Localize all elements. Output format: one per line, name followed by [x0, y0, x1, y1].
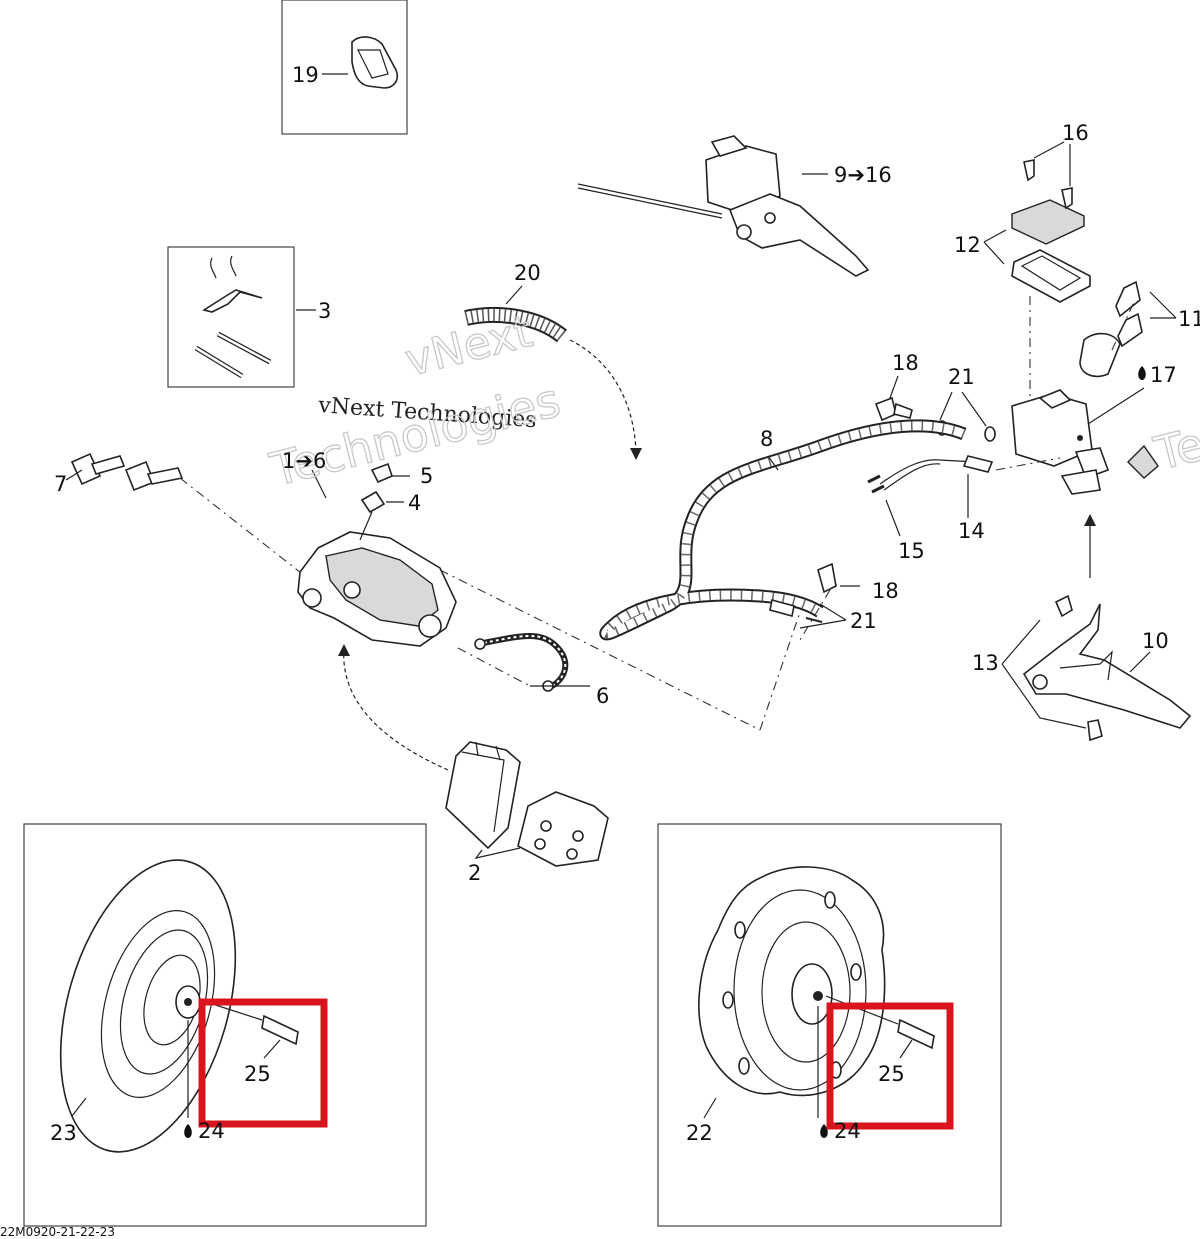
grease-drop-17	[1138, 366, 1146, 380]
label-4: 4	[408, 491, 421, 515]
part-13-pivot-bolt	[1054, 594, 1073, 618]
inset-box-23	[23, 823, 427, 1227]
part-9-16-master-cylinder	[577, 135, 870, 277]
part-7-bolts	[65, 452, 184, 492]
label-10: 10	[1142, 629, 1169, 653]
part-18-bolt-bottom	[817, 562, 837, 594]
label-20: 20	[514, 261, 541, 285]
part-18-bolt-top	[874, 396, 897, 422]
part-11-clamp	[1079, 280, 1143, 378]
label-24-right: 24	[834, 1119, 861, 1143]
label-15: 15	[898, 539, 925, 563]
inset-box-22	[657, 823, 1002, 1227]
label-13: 13	[972, 651, 999, 675]
label-17: 17	[1150, 363, 1177, 387]
watermark-edge: Te	[1149, 417, 1200, 481]
label-22: 22	[686, 1121, 713, 1145]
part-17-master-cylinder	[1011, 389, 1110, 495]
label-25-left: 25	[244, 1062, 271, 1086]
highlight-box-right	[826, 1002, 954, 1130]
label-25-right: 25	[878, 1062, 905, 1086]
drawing-code: 22M0920-21-22-23	[0, 1225, 115, 1239]
label-21-top: 21	[948, 365, 975, 389]
label-8: 8	[760, 427, 773, 451]
label-9-16: 9➔16	[834, 163, 892, 187]
part-10-lever	[1022, 603, 1192, 729]
inset-box-19	[281, 0, 408, 135]
highlight-box-left	[198, 998, 328, 1128]
grease-drop-24-left	[184, 1124, 192, 1138]
inset-box-3	[167, 246, 295, 388]
part-21-washers-bottom	[805, 617, 823, 623]
part-12-cap	[1011, 199, 1091, 303]
label-24-left: 24	[198, 1119, 225, 1143]
label-16: 16	[1062, 121, 1089, 145]
part-16-screws	[1023, 159, 1035, 182]
part-14-switch-wire	[879, 459, 977, 485]
watermark-line3: Technologies	[265, 373, 566, 497]
part-boot	[1127, 444, 1159, 479]
grease-drop-24-right	[820, 1124, 828, 1138]
label-7: 7	[54, 472, 67, 496]
label-2: 2	[468, 861, 481, 885]
part-21-washers-top	[984, 426, 996, 442]
part-3-clips	[210, 255, 237, 279]
label-11: 11	[1178, 307, 1200, 331]
part-22-brake-disc	[698, 866, 935, 1097]
label-19: 19	[292, 63, 319, 87]
part-2-brake-pads	[445, 741, 609, 867]
label-12: 12	[954, 233, 981, 257]
label-23: 23	[50, 1121, 77, 1145]
label-14: 14	[958, 519, 985, 543]
part-23-brake-disc	[59, 859, 299, 1153]
caliper-assembly	[297, 462, 457, 647]
label-18-top: 18	[892, 351, 919, 375]
part-15-connectors	[867, 474, 885, 494]
label-5: 5	[420, 464, 433, 488]
label-6: 6	[596, 684, 609, 708]
label-21-bottom: 21	[850, 609, 877, 633]
label-18-bottom: 18	[872, 579, 899, 603]
label-1-6: 1➔6	[282, 449, 326, 473]
part-19-shape	[351, 36, 399, 89]
part-6-line	[477, 633, 569, 691]
label-3: 3	[318, 299, 331, 323]
